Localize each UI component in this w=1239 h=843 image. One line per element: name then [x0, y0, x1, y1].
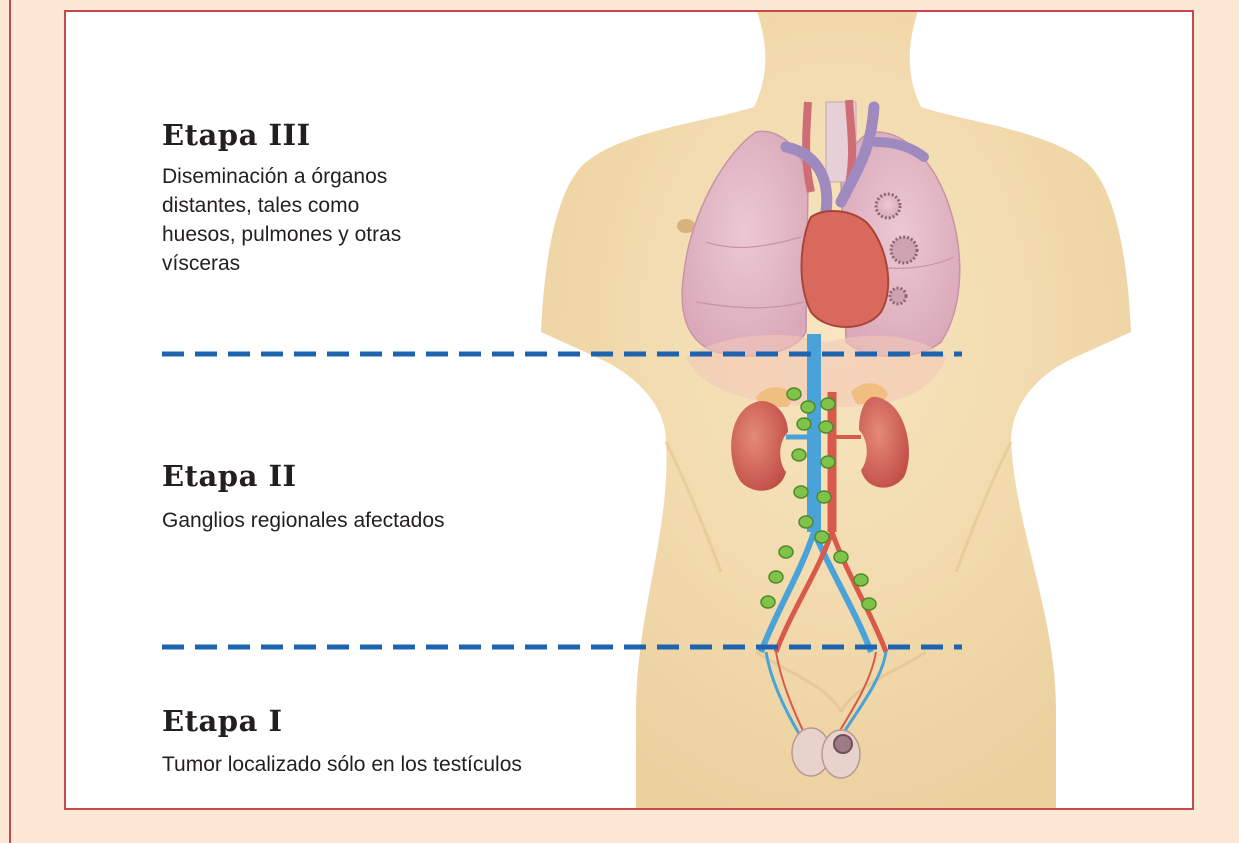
- lymph-node: [787, 388, 801, 400]
- stage-2-title: Etapa II: [162, 459, 297, 493]
- lymph-node: [819, 421, 833, 433]
- lymph-node: [821, 456, 835, 468]
- testicular-tumor: [834, 735, 852, 753]
- stage-3-line: Diseminación a órganos: [162, 162, 401, 191]
- lymph-node: [817, 491, 831, 503]
- stage-3-line: distantes, tales como: [162, 191, 401, 220]
- lymph-node: [794, 486, 808, 498]
- lymph-node: [779, 546, 793, 558]
- stage-2-line: Ganglios regionales afectados: [162, 506, 445, 535]
- lymph-node: [769, 571, 783, 583]
- lung-nodule: [876, 194, 900, 218]
- stage-2-description: Ganglios regionales afectados: [162, 506, 445, 535]
- stage-3-line: huesos, pulmones y otras: [162, 220, 401, 249]
- lymph-node: [801, 401, 815, 413]
- stage-3-description: Diseminación a órganos distantes, tales …: [162, 162, 401, 278]
- lymph-node: [797, 418, 811, 430]
- left-border-line: [9, 0, 11, 843]
- stage-3-title: Etapa III: [162, 118, 311, 152]
- lymph-node: [815, 531, 829, 543]
- stage-1-line: Tumor localizado sólo en los testículos: [162, 750, 522, 779]
- lymph-node: [761, 596, 775, 608]
- lung-nodule: [891, 237, 917, 263]
- stage-1-title: Etapa I: [162, 704, 283, 738]
- lymph-node: [862, 598, 876, 610]
- stage-3-line: vísceras: [162, 249, 401, 278]
- lymph-node: [792, 449, 806, 461]
- lymph-node: [854, 574, 868, 586]
- lymph-node: [799, 516, 813, 528]
- lung-nodule: [890, 288, 906, 304]
- lymph-node: [834, 551, 848, 563]
- lymph-node: [821, 398, 835, 410]
- figure-panel: Etapa III Diseminación a órganos distant…: [64, 10, 1194, 810]
- stage-1-description: Tumor localizado sólo en los testículos: [162, 750, 522, 779]
